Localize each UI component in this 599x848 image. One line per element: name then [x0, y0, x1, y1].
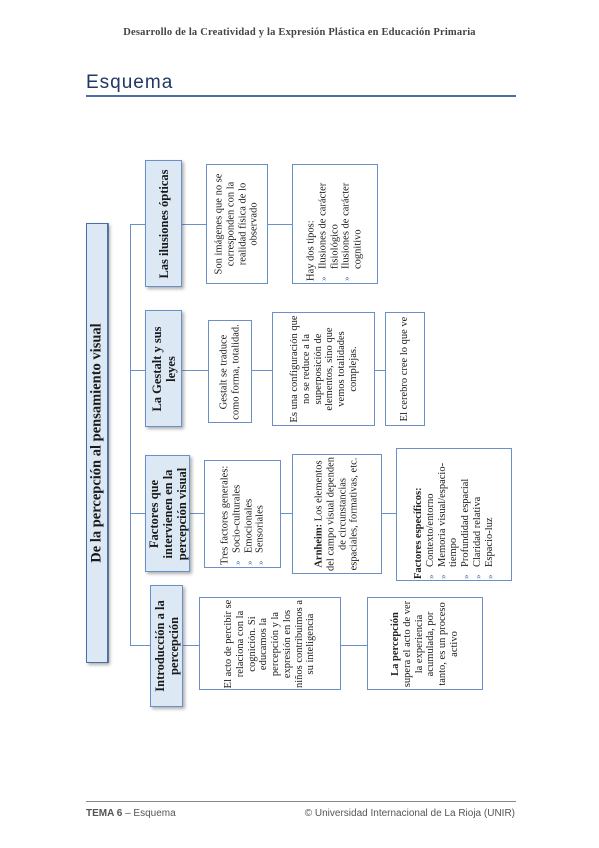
- intro-cognition-box: El acto de percibir se relaciona con la …: [199, 597, 341, 690]
- intro-cognition: El acto de percibir se relaciona con la …: [223, 599, 317, 688]
- connector: [382, 513, 396, 514]
- connector: [130, 370, 145, 371]
- ilusiones-definition: Son imágenes que no se corresponden con …: [213, 173, 260, 275]
- connector: [281, 513, 292, 514]
- category-label: La Gestalt y sus leyes: [149, 325, 178, 412]
- list-item: Espacio-luz: [483, 451, 495, 579]
- root-node: De la percepción al pensamiento visual: [86, 223, 108, 663]
- category-introduccion: Introducción a la percepción: [150, 585, 183, 707]
- connector: [183, 645, 199, 646]
- connector: [130, 224, 131, 646]
- list-item: Socio-culturales: [231, 463, 243, 565]
- gestalt-definition-box: Gestalt se traduce como forma, totalidad…: [208, 320, 252, 423]
- gestalt-brain-box: El cerebro cree lo que ve: [385, 312, 425, 426]
- connector: [108, 223, 109, 663]
- footer-section-title: – Esquema: [122, 808, 176, 819]
- connector: [252, 370, 272, 371]
- list-item: Memoria visual/espacio-tiempo: [436, 451, 460, 579]
- list-item: Claridad relativa: [472, 451, 484, 579]
- category-factores: Factores que intervienen en la percepció…: [145, 455, 190, 572]
- footer-tema: TEMA 6: [86, 808, 123, 819]
- general-factors-box: Tres factores generales: Socio-culturale…: [204, 460, 281, 568]
- category-label: Las ilusiones ópticas: [156, 168, 171, 279]
- connector: [182, 224, 206, 225]
- connector: [130, 224, 145, 225]
- gestalt-brain: El cerebro cree lo que ve: [399, 316, 411, 422]
- running-header: Desarrollo de la Creatividad y la Expres…: [123, 27, 476, 38]
- list-item: Profundidad espacial: [460, 451, 472, 579]
- perception-label: La percepción: [389, 611, 401, 676]
- gestalt-configuration-box: Es una configuración que no se reduce a …: [272, 312, 375, 426]
- list-item: Ilusiones de carácter fisiológico: [317, 167, 341, 281]
- arnheim-label: Arnheim:: [313, 523, 325, 568]
- general-factors-intro: Tres factores generales:: [219, 465, 230, 565]
- footer-copyright: © Universidad Internacional de La Rioja …: [304, 808, 515, 819]
- arnheim-box: Arnheim: Los elementos del campo visual …: [292, 454, 382, 574]
- ilusiones-types-intro: Hay dos tipos:: [305, 220, 317, 281]
- specific-factors-box: Factores específicos: Contexto/entorno M…: [396, 448, 512, 581]
- connector: [130, 513, 145, 514]
- connector: [182, 370, 208, 371]
- title-underline: [86, 95, 516, 97]
- gestalt-definition: Gestalt se traduce como forma, totalidad…: [218, 323, 241, 420]
- connector: [268, 224, 292, 225]
- category-label: Factores que intervienen en la percepció…: [146, 467, 189, 560]
- specific-factors-intro: Factores específicos:: [412, 486, 424, 579]
- footer-rule: [86, 801, 516, 802]
- list-item: Contexto/entorno: [425, 451, 437, 579]
- root-label: De la percepción al pensamiento visual: [88, 323, 105, 563]
- list-item: Emocionales: [243, 463, 255, 565]
- category-gestalt: La Gestalt y sus leyes: [145, 310, 182, 427]
- page-title: Esquema: [86, 72, 174, 93]
- ilusiones-definition-box: Son imágenes que no se corresponden con …: [206, 164, 268, 284]
- connector: [375, 370, 385, 371]
- gestalt-configuration: Es una configuración que no se reduce a …: [288, 315, 358, 423]
- footer-section: TEMA 6 – Esquema: [86, 808, 176, 819]
- category-ilusiones-opticas: Las ilusiones ópticas: [145, 160, 182, 287]
- perception-text: supera el acto de ver la experiencia acu…: [401, 600, 460, 687]
- ilusiones-types-box: Hay dos tipos: Ilusiones de carácter fis…: [292, 164, 378, 284]
- connector: [341, 645, 367, 646]
- intro-perception-box: La percepción supera el acto de ver la e…: [367, 597, 483, 690]
- list-item: Ilusiones de carácter cognitivo: [341, 167, 365, 281]
- connector: [130, 645, 150, 646]
- list-item: Sensoriales: [254, 463, 266, 565]
- connector: [190, 513, 204, 514]
- category-label: Introducción a la percepción: [152, 600, 181, 692]
